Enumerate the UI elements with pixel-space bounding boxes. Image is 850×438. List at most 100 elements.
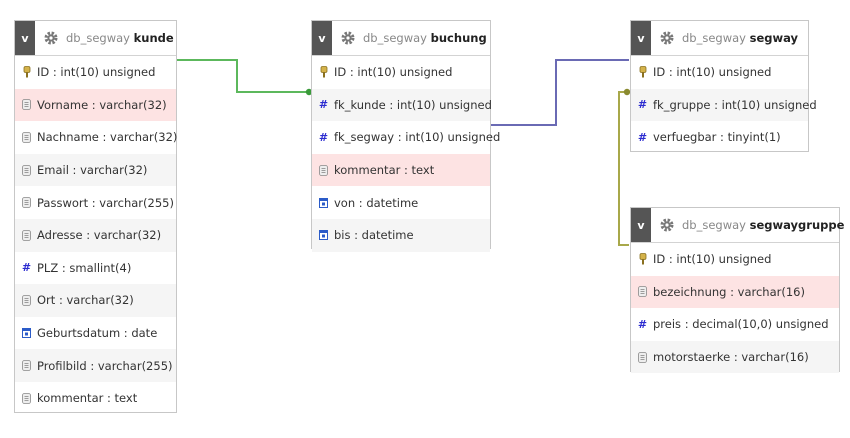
column-row[interactable]: ID : int(10) unsigned: [312, 56, 490, 89]
text-icon: [21, 164, 32, 176]
column-row[interactable]: ID : int(10) unsigned: [631, 56, 808, 89]
column-row[interactable]: Profilbild : varchar(255): [15, 349, 176, 382]
column-label: ID : int(10) unsigned: [334, 65, 453, 80]
hash-icon: #: [637, 130, 648, 144]
gear-icon[interactable]: [339, 29, 357, 47]
column-row[interactable]: # verfuegbar : tinyint(1): [631, 121, 808, 154]
key-icon: [21, 66, 32, 78]
column-label: verfuegbar : tinyint(1): [653, 130, 781, 145]
table-segwaygruppe[interactable]: v db_segway segwaygruppe ID : int(10) uns…: [630, 207, 844, 374]
text-icon: [21, 131, 32, 143]
collapse-toggle-button[interactable]: v: [15, 21, 35, 55]
column-label: fk_kunde : int(10) unsigned: [334, 97, 492, 112]
column-row[interactable]: bezeichnung : varchar(16): [631, 275, 839, 309]
hash-icon: #: [637, 98, 648, 112]
database-name: db_segway: [682, 218, 746, 232]
column-label: PLZ : smallint(4): [37, 260, 132, 275]
column-row[interactable]: motorstaerke : varchar(16): [631, 340, 839, 374]
gear-icon[interactable]: [658, 216, 676, 234]
column-row[interactable]: Vorname : varchar(32): [15, 88, 176, 122]
column-label: Profilbild : varchar(255): [37, 358, 173, 373]
text-icon: [21, 197, 32, 209]
database-name: db_segway: [66, 31, 130, 45]
column-label: Ort : varchar(32): [37, 293, 134, 308]
column-label: von : datetime: [334, 195, 419, 210]
relation-segway-buchung: [491, 59, 629, 126]
table-title: db_segway segway: [682, 31, 798, 45]
table-header[interactable]: v db_segway buchung: [312, 21, 490, 56]
text-icon: [21, 294, 32, 306]
table-buchung[interactable]: v db_segway buchung ID : int(10) unsigned…: [311, 20, 500, 252]
collapse-toggle-button[interactable]: v: [312, 21, 332, 55]
column-row[interactable]: # PLZ : smallint(4): [15, 252, 176, 285]
database-name: db_segway: [363, 31, 427, 45]
table-name: buchung: [430, 31, 487, 45]
key-icon: [637, 253, 648, 265]
column-row[interactable]: ID : int(10) unsigned: [15, 56, 176, 89]
column-row[interactable]: # fk_gruppe : int(10) unsigned: [631, 88, 817, 122]
column-label: Adresse : varchar(32): [37, 228, 162, 243]
hash-icon: #: [21, 261, 32, 275]
column-row[interactable]: # fk_kunde : int(10) unsigned: [312, 88, 492, 122]
column-label: ID : int(10) unsigned: [653, 65, 772, 80]
column-row[interactable]: # fk_segway : int(10) unsigned: [312, 121, 500, 154]
column-label: preis : decimal(10,0) unsigned: [653, 317, 829, 332]
column-row[interactable]: von : datetime: [312, 186, 490, 219]
table-title: db_segway segwaygruppe: [682, 218, 844, 232]
column-row[interactable]: # preis : decimal(10,0) unsigned: [631, 308, 839, 341]
column-label: ID : int(10) unsigned: [653, 252, 772, 267]
text-icon: [21, 360, 32, 372]
column-label: fk_segway : int(10) unsigned: [334, 130, 501, 145]
column-label: kommentar : text: [37, 391, 138, 406]
column-label: kommentar : text: [334, 163, 435, 178]
column-row[interactable]: Email : varchar(32): [15, 153, 176, 187]
column-row[interactable]: ID : int(10) unsigned: [631, 243, 839, 276]
column-label: ID : int(10) unsigned: [37, 65, 156, 80]
column-label: Nachname : varchar(32): [37, 130, 178, 145]
column-row[interactable]: kommentar : text: [15, 382, 176, 415]
table-title: db_segway kunde: [66, 31, 174, 45]
column-label: bezeichnung : varchar(16): [653, 284, 805, 299]
column-label: motorstaerke : varchar(16): [653, 350, 809, 365]
table-header[interactable]: v db_segway kunde: [15, 21, 176, 56]
collapse-toggle-button[interactable]: v: [631, 208, 651, 242]
column-label: Geburtsdatum : date: [37, 326, 158, 341]
relation-segwaygruppe-segway-end: [623, 88, 631, 96]
column-row[interactable]: Ort : varchar(32): [15, 284, 176, 317]
table-name: segwaygruppe: [749, 218, 845, 232]
column-label: Vorname : varchar(32): [37, 97, 167, 112]
calendar-icon: [318, 197, 329, 209]
column-row[interactable]: Nachname : varchar(32): [15, 121, 178, 154]
relation-segwaygruppe-segway: [618, 91, 629, 246]
column-label: fk_gruppe : int(10) unsigned: [653, 97, 817, 112]
text-icon: [637, 286, 648, 298]
key-icon: [637, 66, 648, 78]
collapse-toggle-button[interactable]: v: [631, 21, 651, 55]
hash-icon: #: [637, 317, 648, 331]
table-header[interactable]: v db_segway segwaygruppe: [631, 208, 844, 243]
table-name: segway: [749, 31, 799, 45]
column-row[interactable]: kommentar : text: [312, 153, 490, 187]
hash-icon: #: [318, 98, 329, 112]
column-row[interactable]: bis : datetime: [312, 218, 490, 252]
text-icon: [21, 392, 32, 404]
table-header[interactable]: v db_segway segway: [631, 21, 808, 56]
gear-icon[interactable]: [658, 29, 676, 47]
key-icon: [318, 66, 329, 78]
text-icon: [318, 164, 329, 176]
text-icon: [637, 351, 648, 363]
column-row[interactable]: Geburtsdatum : date: [15, 317, 176, 350]
relation-kunde-buchung: [177, 59, 309, 93]
column-row[interactable]: Passwort : varchar(255): [15, 186, 176, 219]
text-icon: [21, 99, 32, 111]
column-row[interactable]: Adresse : varchar(32): [15, 218, 176, 252]
table-kunde[interactable]: v db_segway kunde ID : int(10) unsigned V…: [14, 20, 177, 413]
gear-icon[interactable]: [42, 29, 60, 47]
calendar-icon: [21, 327, 32, 339]
database-name: db_segway: [682, 31, 746, 45]
relation-kunde-buchung-end: [305, 88, 313, 96]
column-label: Email : varchar(32): [37, 163, 148, 178]
table-name: kunde: [133, 31, 174, 45]
